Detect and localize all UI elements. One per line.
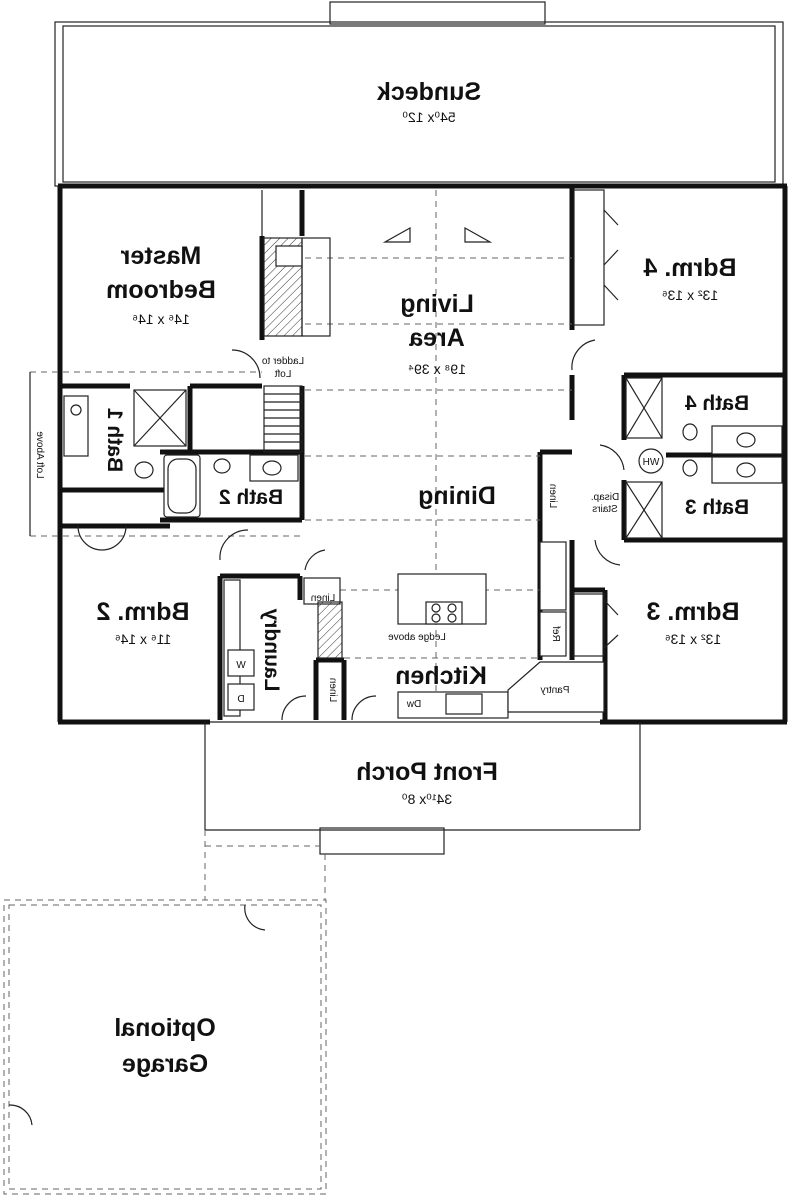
front-porch-outline xyxy=(204,722,641,900)
front-porch-title: Front Porch xyxy=(356,758,498,786)
pantry-label: Pantry xyxy=(541,685,570,696)
bedroom4-dims: 13² x 13⁶ xyxy=(662,287,718,303)
garage-title-2: Garage xyxy=(122,1050,208,1078)
dining-title: Dining xyxy=(418,482,496,510)
living-area-title-1: Living xyxy=(400,290,474,318)
ladder-label-1: Ladder to xyxy=(261,356,304,367)
linen-laundry-label: Linen xyxy=(311,593,335,604)
loft-above-label: Loft Above xyxy=(34,431,45,479)
bath3-title: Bath 3 xyxy=(685,496,749,519)
master-bedroom-title-1: Master xyxy=(120,242,201,270)
laundry-title: Laundry xyxy=(260,608,283,691)
washer-label: W xyxy=(236,660,246,671)
bath2-title: Bath 2 xyxy=(219,486,283,509)
skylights xyxy=(382,226,493,243)
interior-walls xyxy=(62,186,785,722)
ref-label: Ref xyxy=(550,626,561,642)
closets xyxy=(573,189,619,657)
bath34-fixtures xyxy=(625,377,783,539)
master-bedroom-title-2: Bedroom xyxy=(106,276,216,304)
kitchen-title: Kitchen xyxy=(395,662,487,690)
loft-ladder xyxy=(263,385,303,453)
garage-outline xyxy=(3,899,327,1195)
bedroom3-title: Bdrm. 3 xyxy=(646,598,739,626)
living-area-dims: 19⁸ x 39⁴ xyxy=(408,361,466,377)
bath1-title: Bath 1 xyxy=(103,408,126,473)
linen-kitchen-label: Linen xyxy=(327,678,338,702)
bedroom4-title: Bdrm. 4 xyxy=(643,254,736,282)
ladder-label-2: Loft xyxy=(274,369,291,380)
living-area-title-2: Area xyxy=(408,324,465,352)
bedroom2-dims: 11⁶ x 14⁶ xyxy=(115,631,171,647)
ledge-above-label: Ledge above xyxy=(388,632,446,643)
fireplace xyxy=(263,237,331,337)
laundry-fixtures xyxy=(223,577,341,717)
dryer-label: D xyxy=(237,694,244,705)
front-porch-dims: 34¹⁰x 8⁰ xyxy=(402,791,453,807)
beam-lines xyxy=(29,190,572,715)
bath4-title: Bath 4 xyxy=(685,392,750,415)
disap-stairs-label-1: Disap. xyxy=(591,492,619,503)
bath1-fixtures xyxy=(63,389,187,479)
wh-label: WH xyxy=(643,457,660,468)
sundeck-dims: 54⁰x 12⁰ xyxy=(402,109,456,125)
disap-stairs-label-2: Stairs xyxy=(592,504,618,515)
dw-label: Dw xyxy=(406,699,421,710)
doors xyxy=(77,339,625,721)
linen-hall-label: Linen xyxy=(547,484,558,508)
bath2-fixtures xyxy=(163,454,299,518)
kitchen-fixtures xyxy=(317,541,605,719)
garage-title-1: Optional xyxy=(114,1014,215,1042)
master-bedroom-dims: 14⁶ x 14⁶ xyxy=(132,311,189,327)
sundeck-title: Sundeck xyxy=(377,78,481,106)
bedroom3-dims: 13² x 13⁶ xyxy=(665,631,721,647)
bedroom2-title: Bdrm. 2 xyxy=(96,598,189,626)
